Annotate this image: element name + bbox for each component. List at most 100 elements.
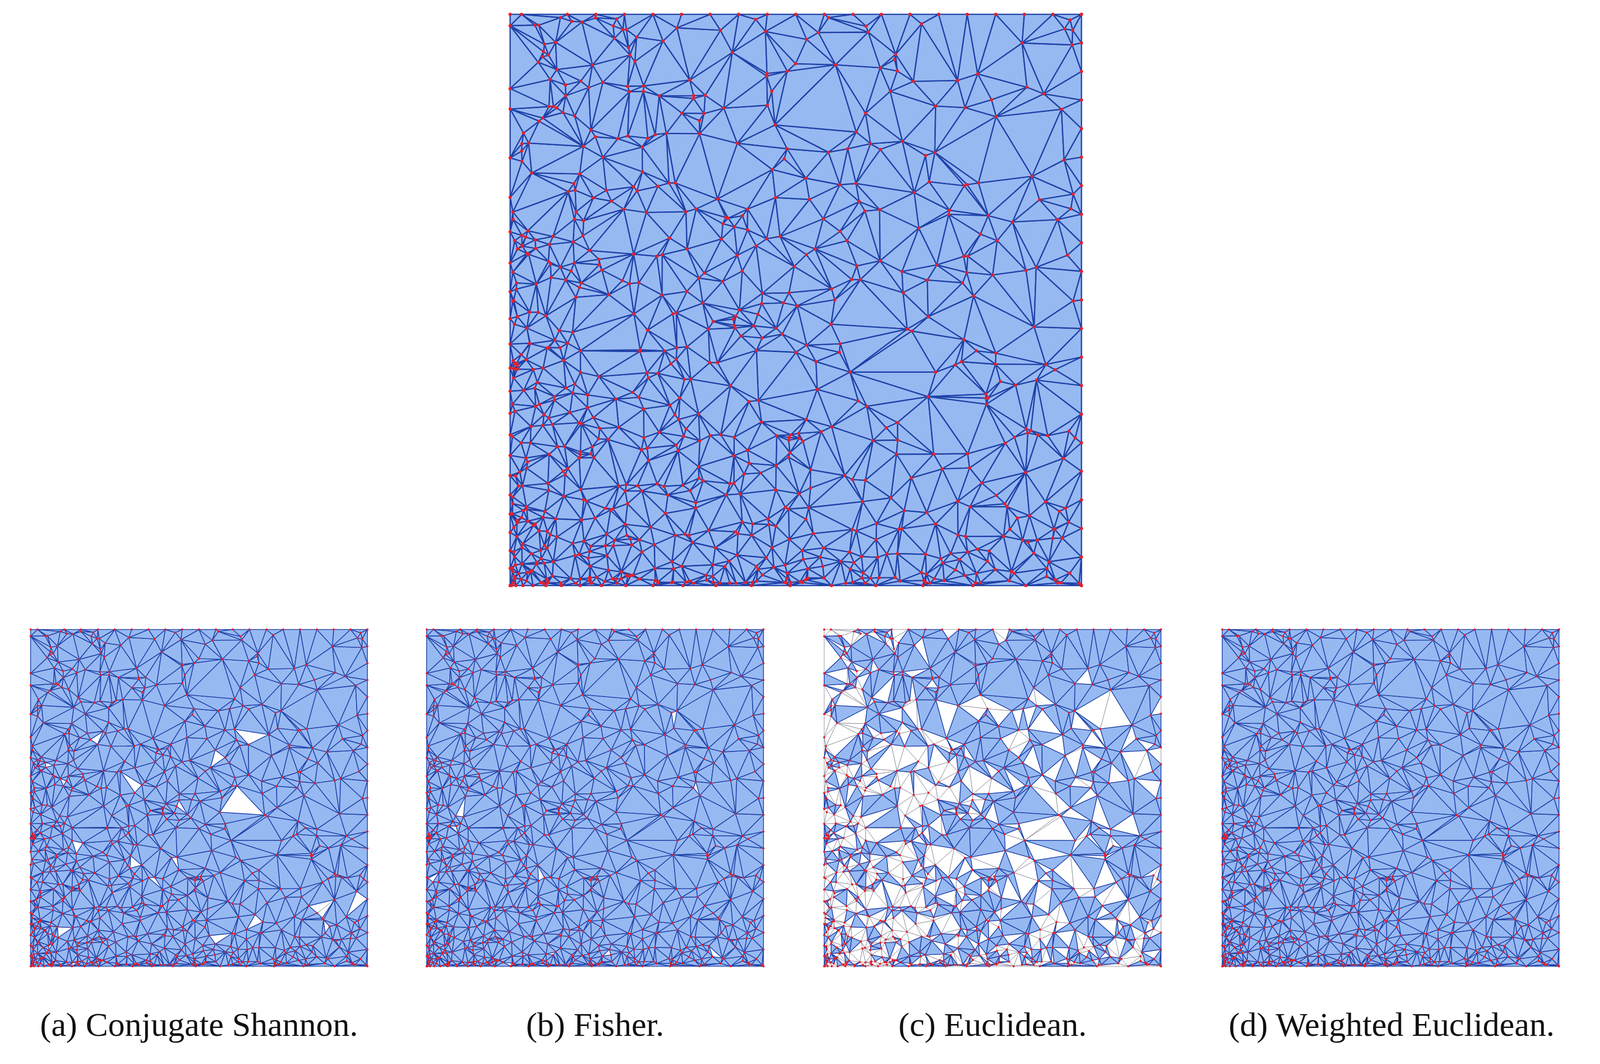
- mesh-vertex: [570, 19, 574, 23]
- mesh-vertex: [934, 370, 938, 374]
- mesh-vertex: [885, 552, 889, 556]
- mesh-vertex: [585, 499, 589, 503]
- mesh-vertex: [933, 104, 937, 108]
- mesh-vertex: [1067, 429, 1071, 433]
- mesh-vertex: [876, 556, 880, 560]
- mesh-vertex: [628, 53, 632, 57]
- mesh-vertex: [552, 398, 556, 402]
- mesh-vertex: [512, 550, 516, 554]
- mesh-vertex: [542, 544, 546, 548]
- mesh-vertex: [732, 225, 736, 229]
- mesh-vertex: [713, 546, 717, 550]
- mesh-vertex: [673, 181, 677, 185]
- mesh-vertex: [855, 264, 859, 268]
- mesh-vertex: [515, 521, 519, 525]
- mesh-vertex: [708, 434, 712, 438]
- mesh-vertex: [808, 468, 812, 472]
- mesh-vertex: [582, 498, 586, 502]
- mesh-vertex: [691, 96, 695, 100]
- mesh-vertex: [617, 484, 621, 488]
- mesh-vertex: [923, 552, 927, 556]
- mesh-vertex: [586, 556, 590, 560]
- mesh-vertex: [579, 79, 583, 83]
- mesh-vertex: [829, 322, 833, 326]
- mesh-vertex: [785, 147, 789, 151]
- mesh-vertex: [605, 554, 609, 558]
- mesh-vertex: [976, 72, 980, 76]
- mesh-vertex: [568, 410, 572, 414]
- mesh-vertex: [617, 425, 621, 429]
- mesh-vertex: [1053, 578, 1057, 582]
- mesh-vertex: [570, 330, 574, 334]
- mesh-vertex: [770, 167, 774, 171]
- mesh-vertex: [511, 359, 515, 362]
- mesh-vertex: [893, 52, 897, 56]
- mesh-vertex: [652, 543, 656, 547]
- mesh-vertex: [794, 62, 798, 66]
- mesh-vertex: [720, 280, 724, 283]
- mesh-vertex: [627, 281, 631, 285]
- mesh-vertex: [685, 247, 689, 251]
- mesh-vertex: [726, 216, 730, 220]
- mesh-vertex: [603, 506, 607, 510]
- mesh-vertex: [978, 581, 982, 585]
- mesh-vertex: [687, 579, 691, 583]
- mesh-vertex: [808, 486, 812, 490]
- mesh-vertex: [822, 576, 826, 580]
- mesh-vertex: [1035, 378, 1039, 382]
- mesh-vertex: [627, 45, 631, 49]
- mesh-vertex: [711, 580, 715, 584]
- mesh-vertex: [894, 452, 898, 456]
- mesh-vertex: [800, 549, 804, 553]
- mesh-vertex: [770, 89, 774, 93]
- mesh-vertex: [578, 450, 582, 454]
- mesh-vertex: [910, 329, 914, 333]
- mesh-vertex: [573, 114, 577, 118]
- mesh-vertex: [580, 20, 584, 24]
- mesh-vertex: [511, 502, 515, 506]
- mesh-vertex: [656, 581, 660, 585]
- mesh-vertex: [597, 263, 601, 267]
- mesh-vertex: [577, 285, 581, 289]
- mesh-vertex: [564, 278, 568, 282]
- mesh-vertex: [939, 557, 943, 560]
- mesh-vertex: [622, 207, 626, 211]
- mesh-vertex: [962, 338, 966, 342]
- mesh-vertex: [527, 310, 531, 314]
- mesh-vertex: [521, 131, 525, 135]
- mesh-vertex: [723, 564, 727, 568]
- mesh-vertex: [760, 336, 764, 340]
- mesh-vertex: [819, 430, 823, 434]
- mesh-vertex: [548, 533, 552, 537]
- mesh-vertex: [561, 469, 565, 473]
- mesh-vertex: [673, 413, 677, 417]
- mesh-vertex: [655, 482, 659, 486]
- mesh-vertex: [588, 564, 592, 568]
- mesh-vertex: [760, 291, 764, 295]
- mesh-vertex: [626, 134, 630, 138]
- mesh-vertex: [991, 273, 995, 277]
- mesh-vertex: [637, 395, 640, 399]
- mesh-vertex: [578, 172, 582, 176]
- mesh-vertex: [795, 304, 799, 308]
- mesh-vertex: [621, 28, 625, 32]
- mesh-vertex: [785, 571, 789, 575]
- mesh-vertex: [985, 560, 989, 563]
- mesh-vertex: [1027, 514, 1031, 518]
- mesh-vertex: [965, 550, 969, 554]
- mesh-vertex: [632, 185, 636, 189]
- mesh-vertex: [852, 560, 856, 564]
- mesh-vertex: [685, 345, 689, 349]
- mesh-vertex: [609, 199, 613, 203]
- mesh-vertex: [533, 386, 537, 390]
- mesh-vertex: [563, 473, 567, 477]
- mesh-vertex: [653, 132, 657, 136]
- mesh-vertex: [536, 310, 540, 314]
- mesh-vertex: [546, 581, 550, 585]
- mesh-vertex: [524, 358, 528, 361]
- mesh-vertex: [974, 349, 978, 353]
- mesh-vertex: [1021, 538, 1025, 542]
- mesh-vertex: [544, 314, 548, 318]
- mesh-vertex: [976, 181, 980, 185]
